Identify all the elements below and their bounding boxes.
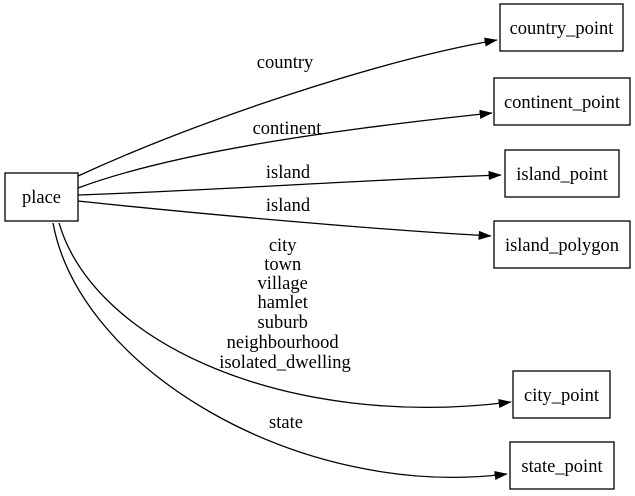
edge-place-island-polygon xyxy=(77,200,492,240)
edge-label-country: country xyxy=(257,53,314,73)
node-island-polygon-box xyxy=(493,220,631,269)
node-place-box xyxy=(4,172,79,222)
node-state-point: state_point xyxy=(509,441,615,490)
node-country-point: country_point xyxy=(499,3,624,52)
node-state-point-box xyxy=(509,441,615,490)
edge-place-state-point xyxy=(52,222,508,481)
edge-place-continent-point xyxy=(77,109,493,189)
edge-label-line-city: city xyxy=(269,236,297,256)
node-country-point-label: country_point xyxy=(510,19,615,39)
node-continent-point: continent_point xyxy=(493,77,631,126)
edge-label-line-town: town xyxy=(264,255,301,275)
node-island-point-label: island_point xyxy=(516,165,608,185)
node-country-point-box xyxy=(499,3,624,52)
edge-label-line-suburb: suburb xyxy=(258,313,308,333)
edge-label-city-multiline: city town village hamlet suburb neighbou… xyxy=(219,236,351,373)
node-city-point-box xyxy=(512,370,611,419)
edge-place-island-point xyxy=(77,170,502,196)
edge-label-line-isolated-dwelling: isolated_dwelling xyxy=(219,353,351,373)
node-state-point-label: state_point xyxy=(521,457,603,477)
node-place: place xyxy=(4,172,79,222)
edge-place-country-point xyxy=(77,37,498,177)
edge-label-line-village: village xyxy=(258,274,308,294)
node-island-polygon-label: island_polygon xyxy=(505,236,619,256)
node-island-point: island_point xyxy=(504,149,620,198)
edge-place-city-point xyxy=(58,222,512,409)
edge-label-island-polygon: island xyxy=(266,196,311,216)
node-island-point-box xyxy=(504,149,620,198)
node-place-label: place xyxy=(22,188,61,208)
node-continent-point-label: continent_point xyxy=(504,93,621,113)
edge-label-island-point: island xyxy=(266,163,311,183)
edge-label-state: state xyxy=(269,413,303,433)
edge-label-line-hamlet: hamlet xyxy=(258,293,309,313)
edge-label-line-neighbourhood: neighbourhood xyxy=(227,333,340,353)
node-island-polygon: island_polygon xyxy=(493,220,631,269)
node-city-point: city_point xyxy=(512,370,611,419)
node-continent-point-box xyxy=(493,77,631,126)
node-city-point-label: city_point xyxy=(524,386,600,406)
edge-label-continent: continent xyxy=(253,119,323,139)
